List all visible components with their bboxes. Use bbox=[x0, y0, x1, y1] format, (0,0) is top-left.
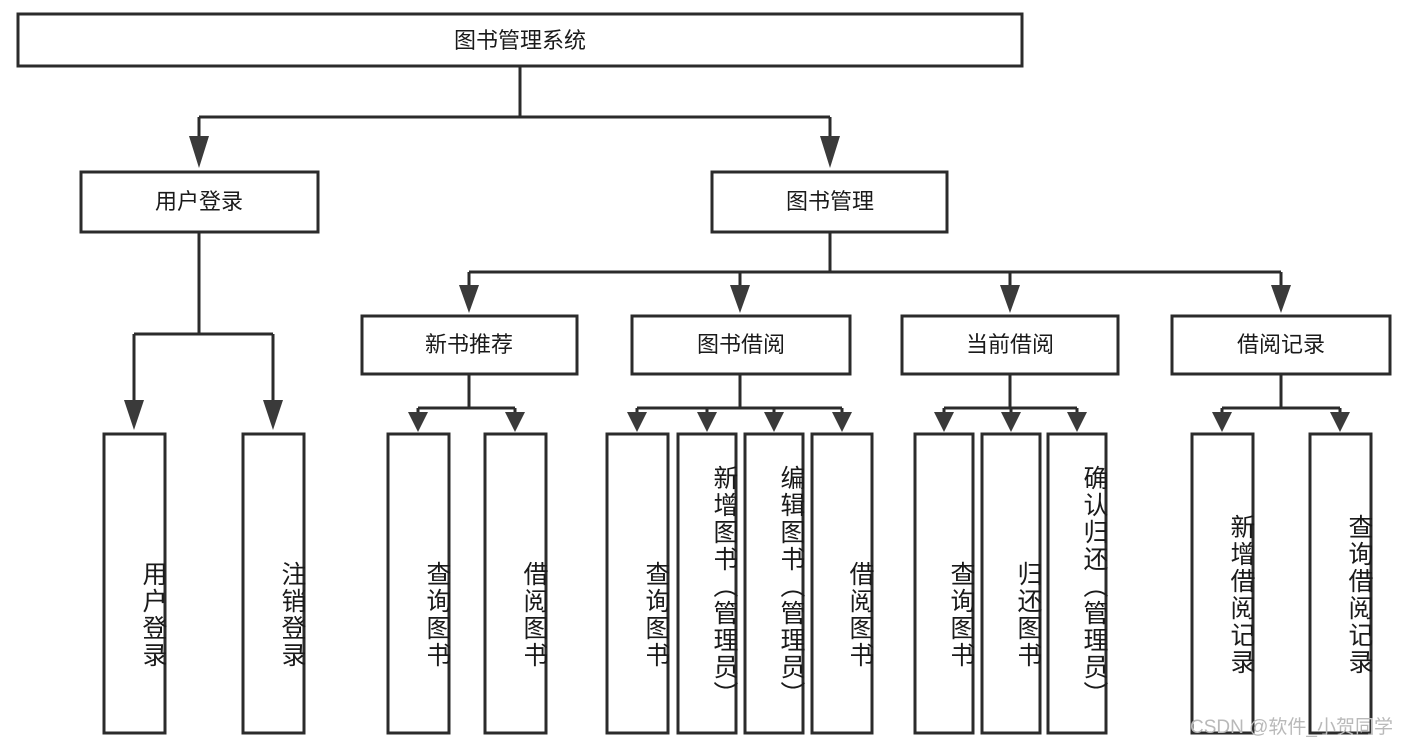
connector-group-book-borrow bbox=[627, 374, 852, 432]
node-book-manage[interactable]: 图书管理 bbox=[710, 170, 949, 234]
node-root-box[interactable] bbox=[16, 12, 1024, 68]
arrow-head-leaf-query-book-2 bbox=[627, 412, 647, 432]
connector-group-current-borrow bbox=[934, 374, 1087, 432]
node-leaf-add-record-box[interactable] bbox=[1190, 432, 1255, 735]
node-new-book-recommend[interactable]: 新书推荐 bbox=[360, 314, 579, 376]
node-leaf-query-record-box[interactable] bbox=[1308, 432, 1373, 735]
arrow-head-current-borrow bbox=[1000, 285, 1020, 313]
arrow-head-leaf-borrow-book-1 bbox=[505, 412, 525, 432]
arrow-head-book-borrow bbox=[730, 285, 750, 313]
node-leaf-confirm-return-admin-box[interactable] bbox=[1046, 432, 1108, 735]
node-user-login-label: 用户登录 bbox=[155, 189, 243, 214]
connector-group-new-book-recommend bbox=[408, 374, 525, 432]
node-book-borrow-label: 图书借阅 bbox=[697, 332, 785, 357]
node-leaf-borrow-book-1-box[interactable] bbox=[483, 432, 548, 735]
arrow-head-user-login bbox=[189, 136, 209, 168]
arrow-head-leaf-confirm-return-admin bbox=[1067, 412, 1087, 432]
node-leaf-add-book-admin-box[interactable] bbox=[676, 432, 738, 735]
arrow-head-new-book-recommend bbox=[459, 285, 479, 313]
node-leaf-query-book-2-box[interactable] bbox=[605, 432, 670, 735]
node-leaf-logout-box[interactable] bbox=[241, 432, 306, 735]
node-new-book-recommend-label: 新书推荐 bbox=[425, 332, 513, 357]
connector-group-book-manage bbox=[459, 232, 1291, 313]
node-borrow-record-label: 借阅记录 bbox=[1237, 332, 1325, 357]
csdn-watermark: CSDN @软件_小贺同学 bbox=[1190, 717, 1393, 738]
node-book-borrow[interactable]: 图书借阅 bbox=[630, 314, 852, 376]
arrow-head-leaf-add-record bbox=[1212, 412, 1232, 432]
arrow-head-leaf-logout bbox=[263, 400, 283, 430]
arrow-head-leaf-query-book-1 bbox=[408, 412, 428, 432]
node-book-borrow-box[interactable] bbox=[630, 314, 852, 376]
node-current-borrow-label: 当前借阅 bbox=[966, 332, 1054, 357]
connector-group-user-login bbox=[124, 232, 283, 430]
node-current-borrow-box[interactable] bbox=[900, 314, 1120, 376]
node-leaf-return-book-box[interactable] bbox=[980, 432, 1042, 735]
node-current-borrow[interactable]: 当前借阅 bbox=[900, 314, 1120, 376]
node-leaf-edit-book-admin-box[interactable] bbox=[743, 432, 805, 735]
arrow-head-leaf-edit-book-admin bbox=[764, 412, 784, 432]
node-root[interactable]: 图书管理系统 bbox=[16, 12, 1024, 68]
node-user-login-box[interactable] bbox=[79, 170, 320, 234]
arrow-head-book-manage bbox=[820, 136, 840, 168]
node-leaf-query-book-3-box[interactable] bbox=[913, 432, 975, 735]
connector-group-borrow-record bbox=[1212, 374, 1350, 432]
arrow-head-leaf-query-record bbox=[1330, 412, 1350, 432]
arrow-head-leaf-borrow-book-2 bbox=[832, 412, 852, 432]
node-new-book-recommend-box[interactable] bbox=[360, 314, 579, 376]
arrow-head-leaf-query-book-3 bbox=[934, 412, 954, 432]
arrow-head-leaf-return-book bbox=[1001, 412, 1021, 432]
node-leaf-query-book-1-box[interactable] bbox=[386, 432, 451, 735]
arrow-head-borrow-record bbox=[1271, 285, 1291, 313]
node-book-manage-box[interactable] bbox=[710, 170, 949, 234]
node-borrow-record-box[interactable] bbox=[1170, 314, 1392, 376]
node-root-label: 图书管理系统 bbox=[454, 28, 586, 53]
node-book-manage-label: 图书管理 bbox=[786, 189, 874, 214]
node-user-login[interactable]: 用户登录 bbox=[79, 170, 320, 234]
connector-group-root bbox=[189, 66, 840, 168]
arrow-head-leaf-add-book-admin bbox=[697, 412, 717, 432]
arrow-head-leaf-user-login bbox=[124, 400, 144, 430]
node-borrow-record[interactable]: 借阅记录 bbox=[1170, 314, 1392, 376]
node-leaf-user-login-box[interactable] bbox=[102, 432, 167, 735]
node-leaf-borrow-book-2-box[interactable] bbox=[810, 432, 874, 735]
